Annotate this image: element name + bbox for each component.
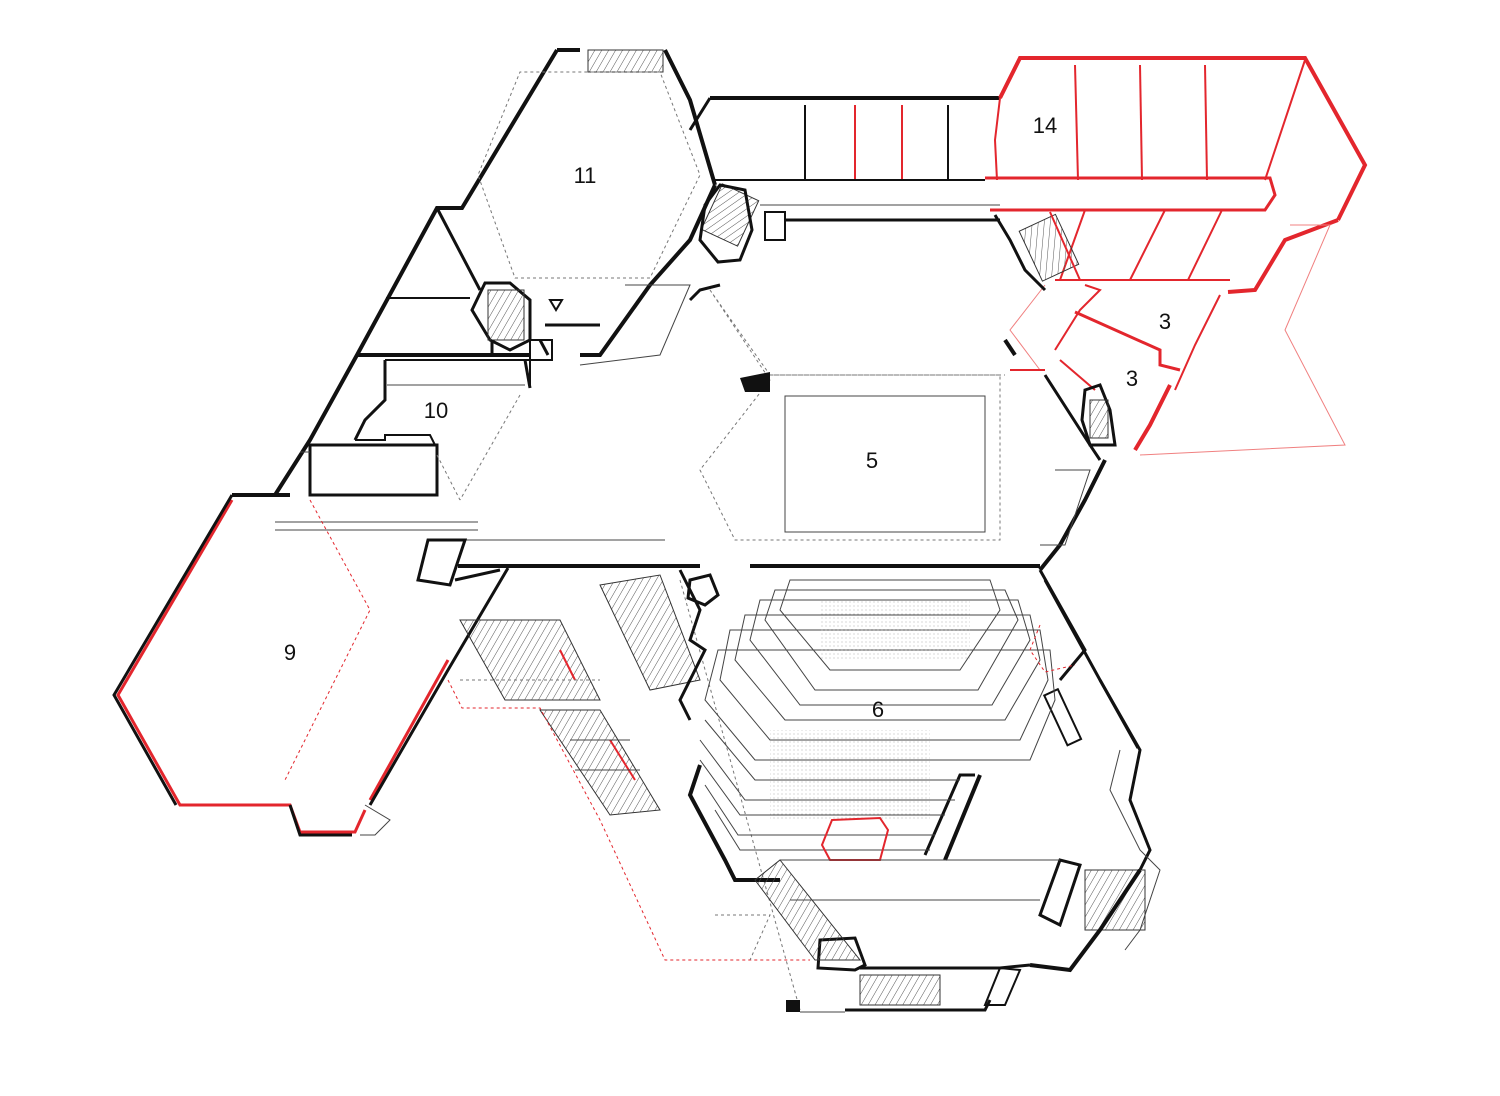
north-corridor [688, 96, 1000, 264]
wing-room-9 [112, 493, 510, 837]
south-west-stairs [447, 574, 810, 1011]
wing-rooms-3 [1009, 224, 1346, 456]
central-hall [275, 214, 1107, 587]
room-5-label: 5 [866, 448, 878, 473]
room-labels: 14 11 10 9 5 6 3 3 [284, 113, 1171, 722]
room-3a-label: 3 [1159, 309, 1171, 334]
seating-rows [699, 579, 1056, 851]
auditorium-room-6 [678, 569, 1140, 882]
room-11-label: 11 [574, 163, 597, 188]
room-10-label: 10 [424, 398, 448, 423]
wing-room-10 [300, 359, 531, 501]
south-block [715, 679, 1161, 1013]
room-3b-label: 3 [1126, 366, 1138, 391]
wing-room-14 [985, 56, 1368, 294]
wing-room-11 [273, 48, 717, 497]
room-9-label: 9 [284, 640, 296, 665]
room-6-label: 6 [872, 697, 884, 722]
room-14-label: 14 [1033, 113, 1057, 138]
